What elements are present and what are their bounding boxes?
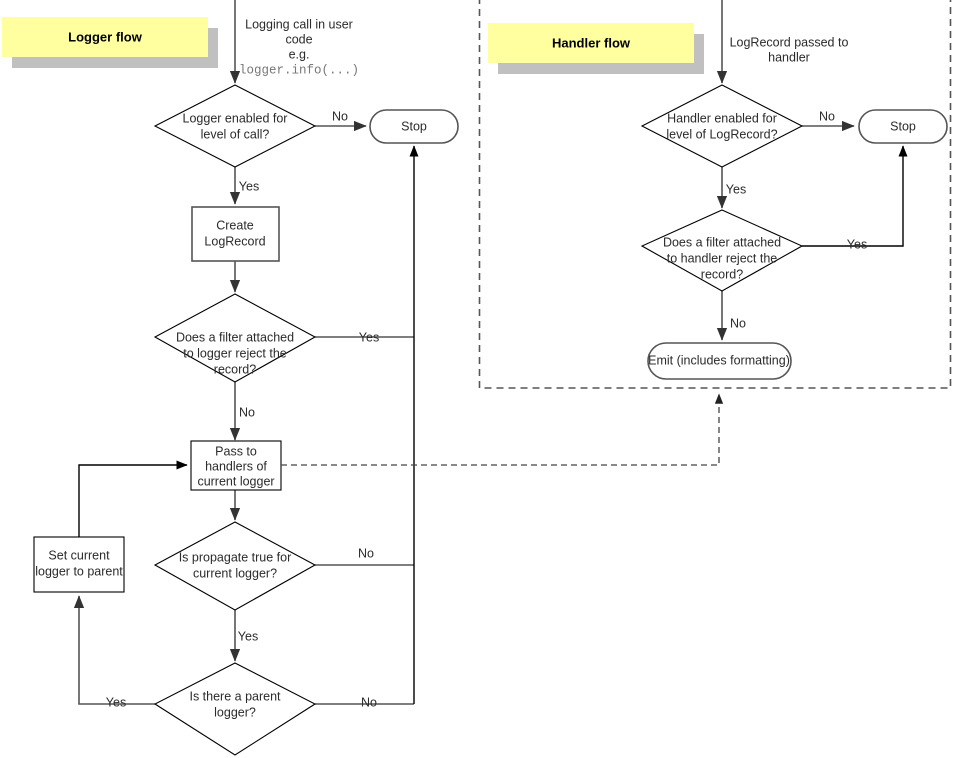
logger-flow-title-box xyxy=(2,17,208,57)
emit-shape xyxy=(647,342,792,380)
node-logger-filter[interactable]: Does a filter attached to logger reject … xyxy=(153,293,317,383)
label-logger-filter-yes: Yes xyxy=(359,330,379,344)
logger-stop-shape xyxy=(369,109,459,144)
has-parent-line2: logger? xyxy=(214,705,256,719)
node-has-parent[interactable]: Is there a parent logger? xyxy=(153,662,317,756)
label-handler-enabled-no: No xyxy=(819,109,835,123)
pass-to-handlers-line1: Pass to xyxy=(215,444,257,458)
edge-set-current-to-pass xyxy=(78,460,188,537)
create-logrecord-line1: Create xyxy=(216,218,254,232)
handler-flow-title-box xyxy=(488,23,694,63)
node-emit[interactable]: Emit (includes formatting) xyxy=(647,342,792,380)
handler-filter-diamond xyxy=(640,209,804,292)
handler-filter-line1: Does a filter attached xyxy=(663,235,781,249)
set-current-logger-box xyxy=(33,536,125,593)
logger-entry-code: logger.info(...) xyxy=(239,63,359,77)
edge-parent-yes-to-set-current xyxy=(73,595,155,705)
pass-to-handlers-line3: current logger xyxy=(197,474,274,488)
handler-entry-line2: handler xyxy=(768,50,810,64)
handler-flow-region xyxy=(478,0,952,389)
create-logrecord-box xyxy=(191,206,280,262)
logger-filter-line1: Does a filter attached xyxy=(176,330,294,344)
is-propagate-line2: current logger? xyxy=(193,566,277,580)
has-parent-line1: Is there a parent xyxy=(189,689,281,703)
edge-pass-to-handler-flow xyxy=(281,393,724,466)
logger-filter-line3: record? xyxy=(214,362,256,376)
logger-entry-line3: e.g. xyxy=(289,47,310,61)
node-create-logrecord[interactable]: Create LogRecord xyxy=(191,206,280,262)
node-is-propagate[interactable]: Is propagate true for current logger? xyxy=(153,521,317,611)
node-logger-stop[interactable]: Stop xyxy=(369,109,459,144)
handler-stop-label: Stop xyxy=(890,119,916,133)
create-logrecord-line2: LogRecord xyxy=(204,234,265,248)
label-parent-yes: Yes xyxy=(106,695,126,709)
handler-entry-line1: LogRecord passed to xyxy=(730,35,849,49)
label-propagate-no: No xyxy=(358,546,374,560)
node-logger-enabled[interactable]: Logger enabled for level of call? xyxy=(153,84,317,168)
handler-enabled-line1: Handler enabled for xyxy=(667,111,777,125)
node-pass-to-handlers[interactable]: Pass to handlers of current logger xyxy=(190,440,282,491)
pass-to-handlers-box xyxy=(190,440,282,491)
logger-flow-title-text: Logger flow xyxy=(68,29,143,44)
is-propagate-line1: Is propagate true for xyxy=(179,550,292,564)
pass-to-handlers-line2: handlers of xyxy=(205,459,267,473)
logger-stop-label: Stop xyxy=(401,119,427,133)
is-propagate-diamond xyxy=(153,521,317,611)
handler-flow-title: Handler flow xyxy=(488,23,704,74)
set-current-logger-line1: Set current xyxy=(48,548,110,562)
logger-filter-diamond xyxy=(153,293,317,383)
logger-enabled-diamond xyxy=(153,84,317,168)
label-logger-enabled-no: No xyxy=(332,109,348,123)
handler-entry-annotation: LogRecord passed to handler xyxy=(730,35,849,64)
set-current-logger-line2: logger to parent xyxy=(35,564,123,578)
node-set-current-logger[interactable]: Set current logger to parent xyxy=(33,536,125,593)
logger-enabled-line2: level of call? xyxy=(201,127,270,141)
logger-entry-annotation: Logging call in user code e.g. logger.in… xyxy=(239,17,359,77)
emit-label: Emit (includes formatting) xyxy=(648,353,790,367)
node-handler-enabled[interactable]: Handler enabled for level of LogRecord? xyxy=(640,84,804,168)
logger-entry-line2: code xyxy=(285,32,312,46)
label-handler-filter-yes: Yes xyxy=(847,237,867,251)
logger-filter-line2: to logger reject the xyxy=(183,346,287,360)
node-handler-stop[interactable]: Stop xyxy=(858,109,948,144)
handler-enabled-line2: level of LogRecord? xyxy=(666,127,777,141)
label-handler-enabled-yes: Yes xyxy=(726,182,746,196)
logger-flow-title: Logger flow xyxy=(2,17,218,68)
edge-handler-filter-yes xyxy=(802,145,908,247)
label-logger-filter-no: No xyxy=(239,405,255,419)
label-handler-filter-no: No xyxy=(730,316,746,330)
handler-filter-line3: record? xyxy=(701,267,743,281)
logger-entry-line1: Logging call in user xyxy=(245,17,353,31)
label-logger-enabled-yes: Yes xyxy=(239,179,259,193)
has-parent-diamond xyxy=(153,662,317,756)
handler-stop-shape xyxy=(858,109,948,144)
label-propagate-yes: Yes xyxy=(238,629,258,643)
handler-flow-title-text: Handler flow xyxy=(552,35,631,50)
handler-filter-line2: to handler reject the xyxy=(667,251,778,265)
label-parent-no: No xyxy=(361,695,377,709)
handler-enabled-diamond xyxy=(640,84,804,168)
logger-enabled-line1: Logger enabled for xyxy=(183,111,288,125)
node-handler-filter[interactable]: Does a filter attached to handler reject… xyxy=(640,209,804,292)
